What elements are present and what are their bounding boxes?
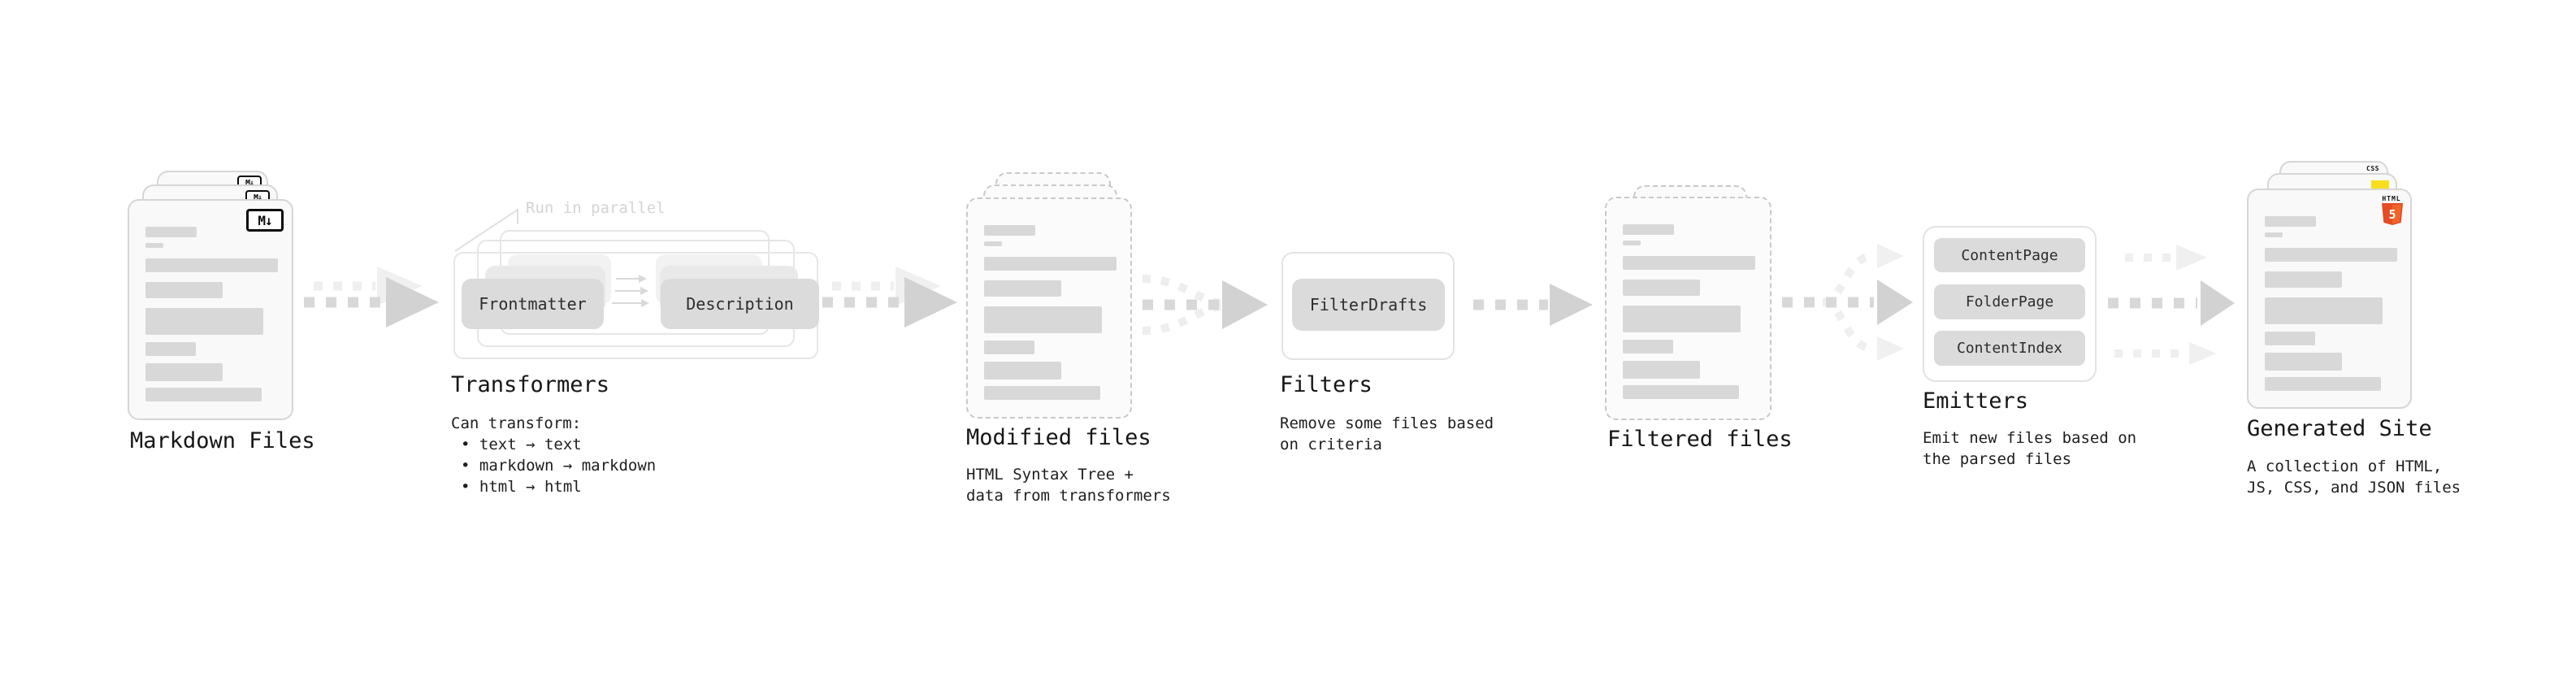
skeleton-line [984,340,1034,354]
skeleton-line [1623,385,1739,399]
skeleton-line [984,306,1102,333]
skeleton-line [2265,216,2316,227]
svg-text:5: 5 [2388,207,2396,222]
skeleton-line [2265,271,2342,288]
stage-label-filters: Filters [1280,372,1373,397]
filters-description: Remove some files based on criteria [1280,414,1494,453]
skeleton-line [145,363,223,381]
callout-line [454,208,518,252]
filtered-file-card [1605,197,1772,420]
flow-arrow-transformers-to-modified [822,267,957,327]
stage-label-filtered-files: Filtered files [1607,427,1793,452]
bullet-item: • markdown → markdown [461,457,657,475]
javascript-icon [2371,180,2389,190]
markdown-file-card: M↓ [128,199,293,420]
flow-arrow-filters-to-filtered [1473,284,1593,326]
stage-label-generated-site: Generated Site [2247,416,2432,441]
skeleton-line [984,241,1002,246]
emitter-pill-contentindex: ContentIndex [1934,331,2085,366]
flow-arrow-markdown-to-transformers [304,267,439,327]
bullet-item: • html → html [461,478,582,496]
description-title: Can transform: [451,414,582,432]
filterdrafts-pill: FilterDrafts [1292,279,1445,331]
skeleton-line [2265,377,2381,391]
modified-files-description: HTML Syntax Tree + data from transformer… [966,466,1171,505]
skeleton-line [1623,224,1674,235]
markdown-icon: M↓ [246,209,284,232]
skeleton-line [145,388,262,401]
skeleton-line [145,243,163,248]
stage-label-markdown-files: Markdown Files [130,428,315,453]
flow-arrow-emitters-to-generated [2108,245,2235,365]
skeleton-line [984,386,1100,400]
skeleton-line [1623,361,1700,379]
skeleton-line [2265,353,2342,371]
skeleton-line [145,342,196,356]
skeleton-line [2265,232,2283,237]
skeleton-line [1623,306,1741,332]
stage-label-transformers: Transformers [451,372,610,397]
frontmatter-pill: Frontmatter [462,279,604,329]
skeleton-line [145,227,197,237]
skeleton-line [984,225,1035,236]
modified-file-card [966,197,1132,419]
skeleton-line [984,280,1061,297]
flow-arrow-filtered-to-emitters [1782,244,1913,361]
parallel-arrows-icon [612,275,649,307]
description-pill: Description [661,279,819,329]
stage-label-emitters: Emitters [1923,388,2029,414]
skeleton-line [2265,332,2315,345]
skeleton-line [145,282,223,298]
generated-site-description: A collection of HTML, JS, CSS, and JSON … [2247,458,2461,497]
skeleton-line [145,258,278,272]
emitter-pill-contentpage: ContentPage [1934,238,2085,272]
bullet-item: • text → text [461,436,582,453]
skeleton-line [1623,280,1700,296]
skeleton-line [1623,340,1673,354]
skeleton-line [1623,241,1641,245]
run-in-parallel-label: Run in parallel [526,199,666,217]
transformers-description: Can transform: • text → text • markdown … [451,413,656,497]
skeleton-line [984,362,1061,380]
skeleton-line [2265,297,2383,324]
flow-arrow-modified-to-filters [1142,275,1268,335]
emitter-pill-folderpage: FolderPage [1934,284,2085,319]
emitters-description: Emit new files based on the parsed files [1923,429,2137,468]
skeleton-line [1623,256,1755,270]
skeleton-line [145,308,263,335]
generated-file-card: HTML 5 [2247,189,2412,409]
stage-label-modified-files: Modified files [966,425,1151,450]
skeleton-line [2265,248,2397,262]
html5-icon: HTML 5 [2380,195,2403,228]
skeleton-line [984,257,1117,271]
